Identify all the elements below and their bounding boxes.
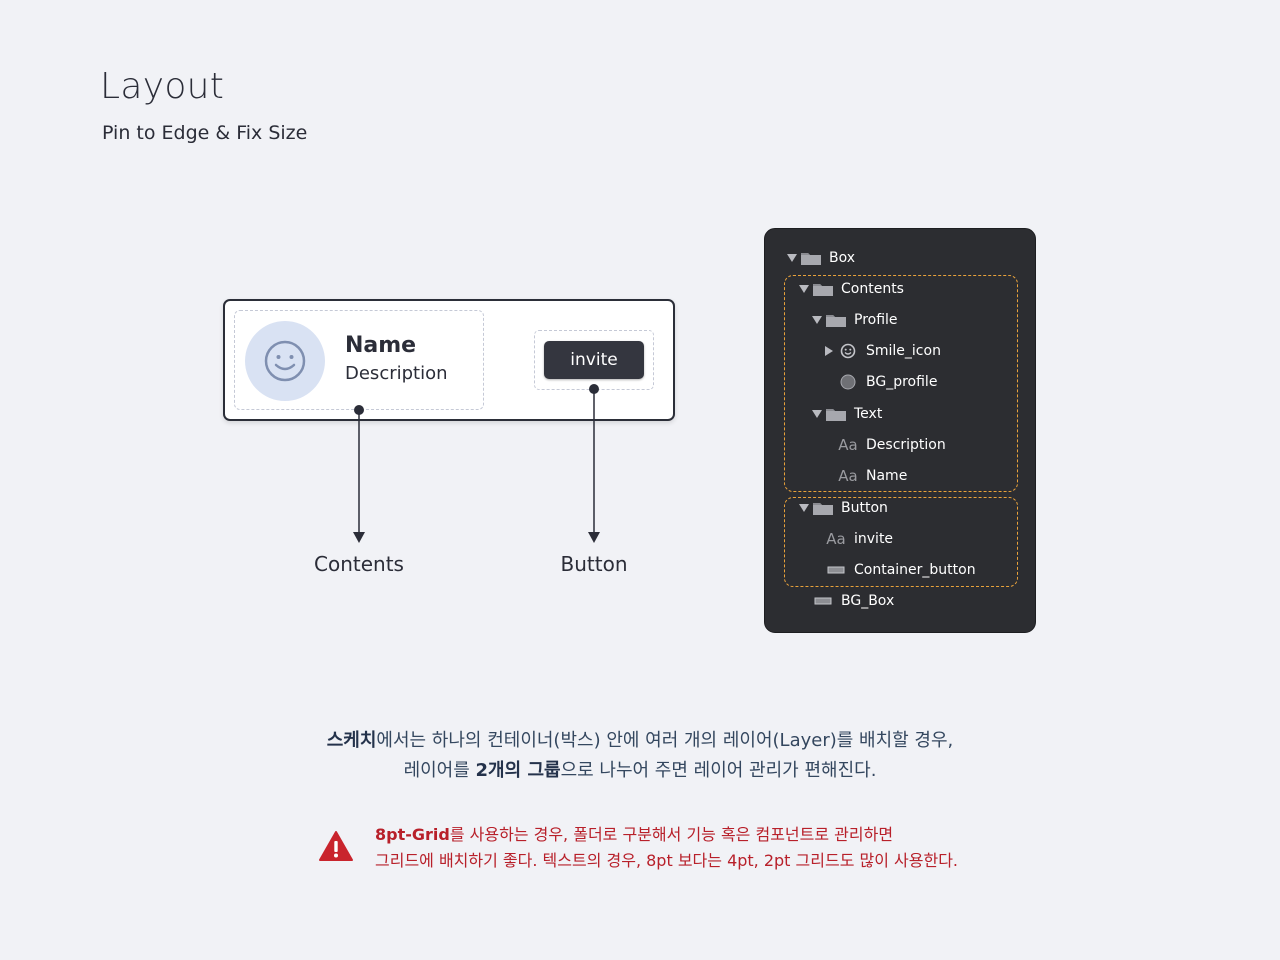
layer-label: Description	[866, 437, 946, 453]
description-text: 스케치에서는 하나의 컨테이너(박스) 안에 여러 개의 레이어(Layer)를…	[0, 726, 1280, 786]
layer-row-button[interactable]: Button	[797, 496, 888, 520]
disclosure-down-icon[interactable]	[810, 316, 824, 324]
circle-icon	[836, 372, 860, 392]
disclosure-down-icon[interactable]	[810, 410, 824, 418]
disclosure-down-icon[interactable]	[785, 254, 799, 262]
contents-callout-label: Contents	[314, 552, 404, 576]
layer-row-box[interactable]: Box	[785, 246, 855, 270]
layer-label: Button	[841, 500, 888, 516]
page-subtitle: Pin to Edge & Fix Size	[102, 122, 308, 144]
text-icon: Aa	[838, 436, 858, 454]
warning-line-1: 8pt-Grid를 사용하는 경우, 폴더로 구분해서 기능 혹은 컴포넌트로 …	[375, 825, 894, 844]
layer-label: invite	[854, 531, 894, 547]
button-group-outline	[784, 497, 1018, 587]
layer-label: Contents	[841, 281, 904, 297]
layers-panel: Box Contents Profile Smile_icon BG_profi…	[764, 228, 1036, 633]
layer-label: Smile_icon	[866, 343, 941, 359]
layer-row-text[interactable]: Text	[810, 402, 882, 426]
layer-label: Name	[866, 468, 908, 484]
layer-label: Box	[829, 250, 856, 266]
description-line-2: 레이어를 2개의 그룹으로 나누어 주면 레이어 관리가 편해진다.	[403, 760, 877, 781]
avatar	[245, 321, 325, 401]
layer-row-invite[interactable]: Aa invite	[810, 527, 893, 551]
folder-icon	[824, 310, 848, 330]
disclosure-down-icon[interactable]	[797, 285, 811, 293]
button-callout-label: Button	[560, 552, 628, 576]
profile-description: Description	[345, 363, 448, 384]
layer-label: Text	[854, 406, 883, 422]
profile-card: Name Description invite	[223, 299, 675, 421]
layer-label: Profile	[854, 312, 898, 328]
disclosure-down-icon[interactable]	[797, 504, 811, 512]
rectangle-icon	[811, 591, 835, 611]
contents-region: Name Description	[234, 310, 484, 410]
layer-row-profile[interactable]: Profile	[810, 308, 898, 332]
folder-icon	[799, 248, 823, 268]
layer-row-description[interactable]: Aa Description	[822, 433, 946, 457]
layer-row-name[interactable]: Aa Name	[822, 464, 907, 488]
button-region: invite	[534, 330, 654, 390]
folder-icon	[811, 279, 835, 299]
contents-arrowhead	[353, 532, 365, 543]
disclosure-right-icon[interactable]	[822, 346, 836, 356]
invite-button[interactable]: invite	[544, 341, 644, 379]
description-line-1: 스케치에서는 하나의 컨테이너(박스) 안에 여러 개의 레이어(Layer)를…	[326, 730, 954, 751]
smile-icon	[836, 341, 860, 361]
contents-group-outline	[784, 275, 1018, 492]
text-icon: Aa	[826, 530, 846, 548]
layer-row-bg-profile[interactable]: BG_profile	[822, 370, 937, 394]
layer-label: BG_profile	[866, 374, 938, 390]
rectangle-icon	[824, 560, 848, 580]
layer-row-container-button[interactable]: Container_button	[810, 558, 976, 582]
folder-icon	[811, 498, 835, 518]
warning-text: 8pt-Grid를 사용하는 경우, 폴더로 구분해서 기능 혹은 컴포넌트로 …	[375, 822, 1015, 874]
warning-line-2: 그리드에 배치하기 좋다. 텍스트의 경우, 8pt 보다는 4pt, 2pt …	[375, 851, 958, 870]
layer-label: BG_Box	[841, 593, 895, 609]
text-icon: Aa	[838, 467, 858, 485]
warning-icon	[319, 831, 353, 861]
page-title: Layout	[100, 66, 225, 107]
profile-name: Name	[345, 333, 417, 358]
layer-row-contents[interactable]: Contents	[797, 277, 904, 301]
smile-icon	[264, 340, 306, 382]
layer-row-smile-icon[interactable]: Smile_icon	[822, 339, 941, 363]
layer-label: Container_button	[854, 562, 976, 578]
button-arrowhead	[588, 532, 600, 543]
layer-row-bg-box[interactable]: BG_Box	[797, 589, 894, 613]
folder-icon	[824, 404, 848, 424]
